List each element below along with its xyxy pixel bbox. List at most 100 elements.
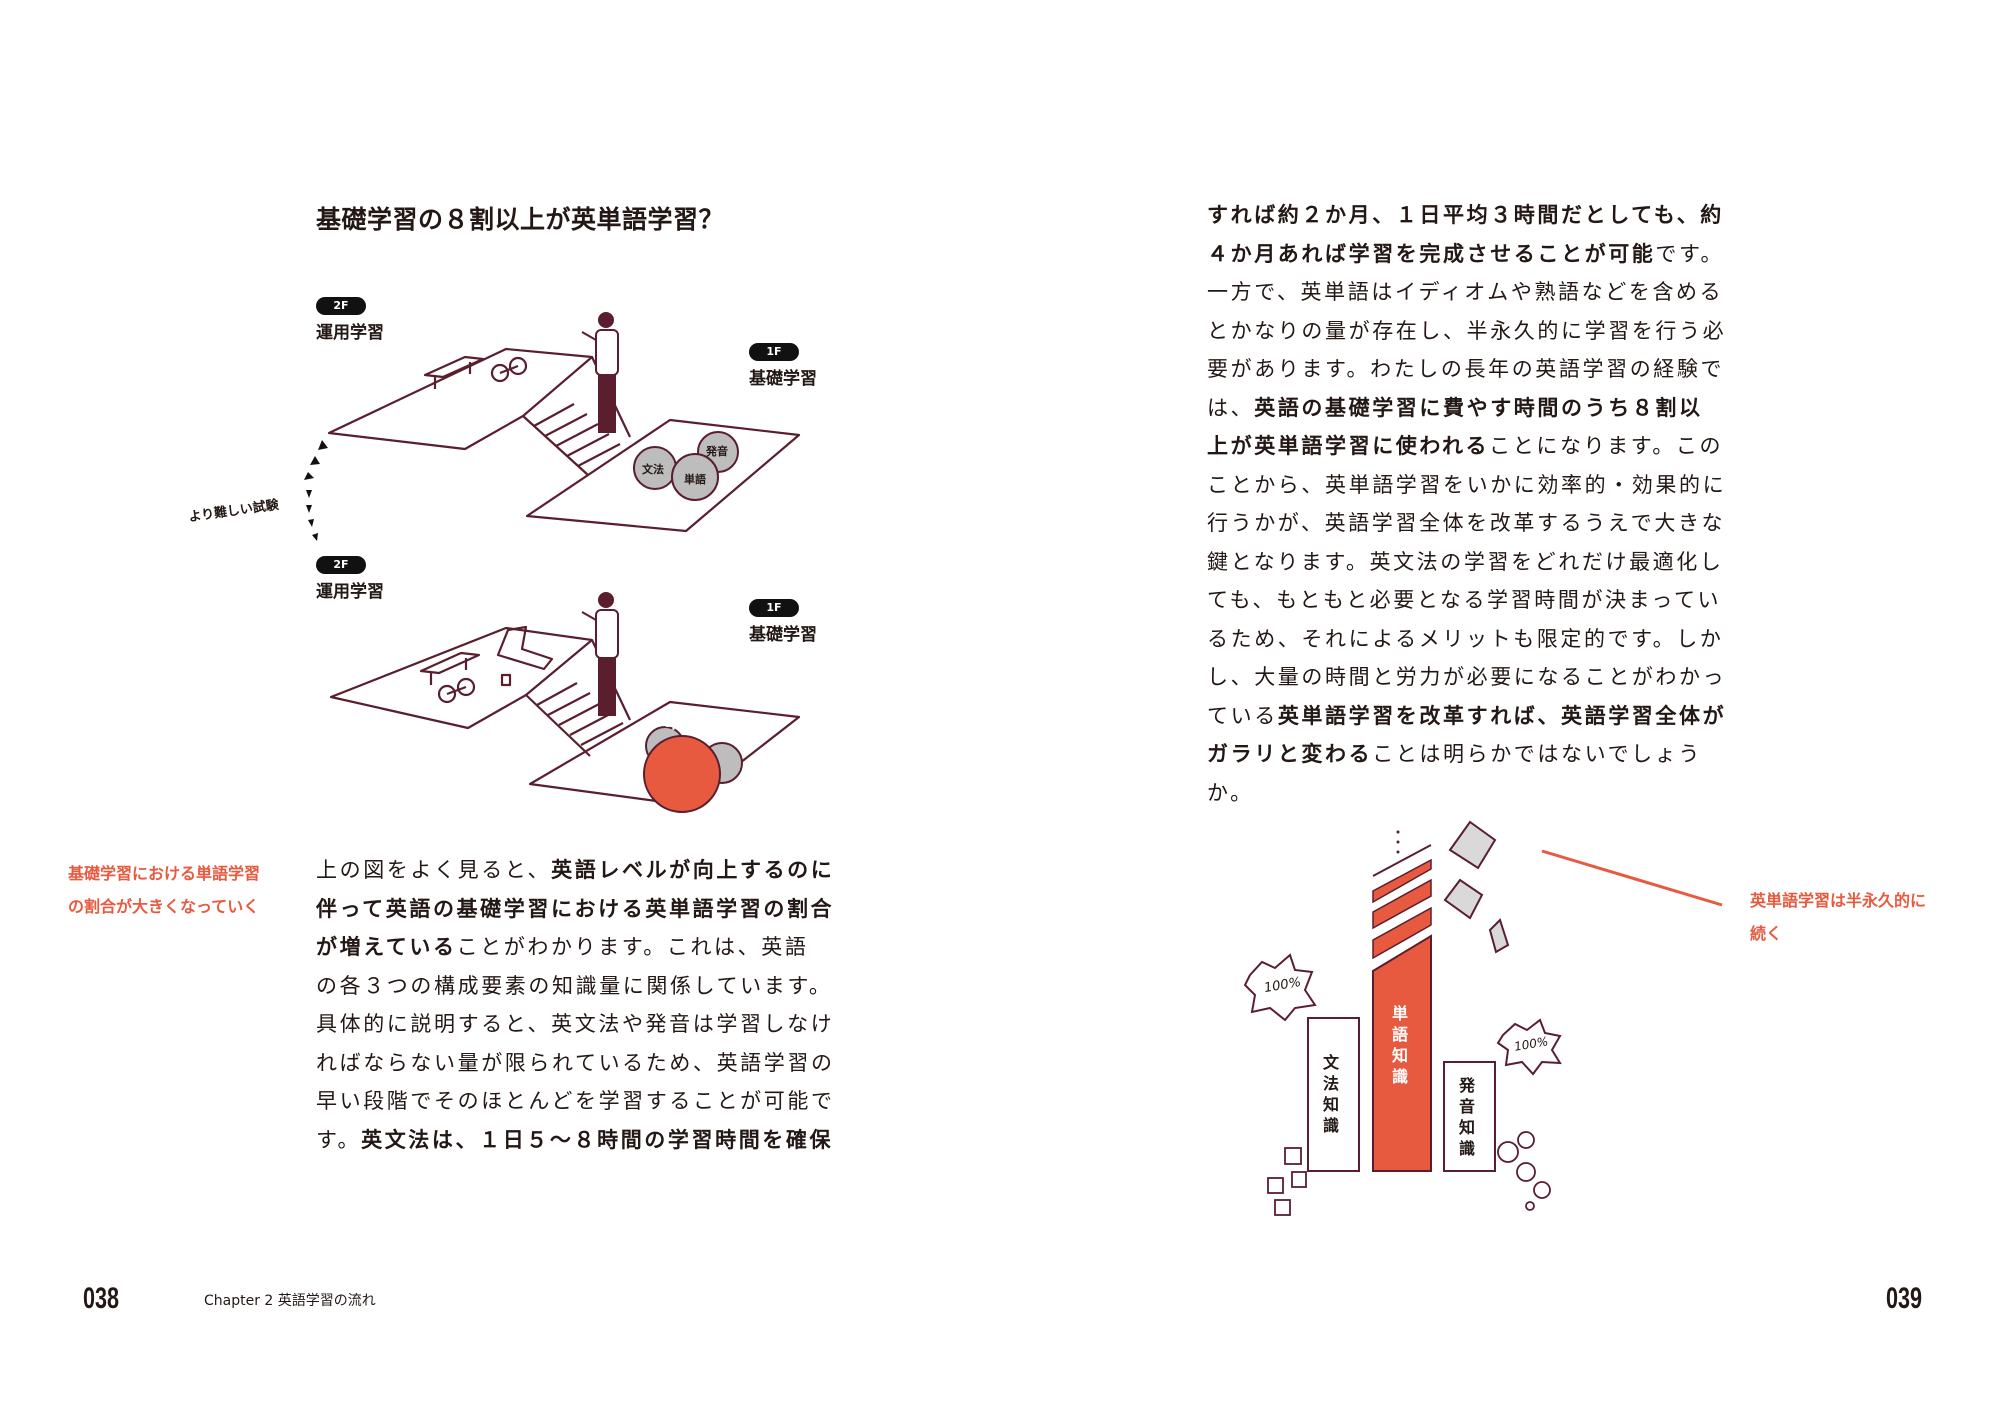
text-line: す。英文法は、１日５〜８時間の学習時間を確保 bbox=[316, 1121, 835, 1160]
side-note-left: 基礎学習における単語学習 の割合が大きくなっていく bbox=[68, 857, 260, 923]
floor-illustration-bottom bbox=[329, 625, 801, 807]
burst-badge-icon bbox=[1243, 953, 1317, 1022]
text-line: るため、それによるメリットも限定的です。しか bbox=[1207, 620, 1726, 659]
body-text-run: か。 bbox=[1207, 780, 1254, 805]
floor-badge-2f: 2F bbox=[316, 297, 366, 315]
floor-badge-2f: 2F bbox=[316, 556, 366, 574]
floor-label-basic: 基礎学習 bbox=[749, 369, 817, 389]
emphasis-text: ガラリと変わる bbox=[1207, 742, 1373, 766]
emphasis-text: 英文法は、１日５〜８時間の学習時間を確保 bbox=[361, 1127, 834, 1152]
side-note-line: 続く bbox=[1750, 924, 1783, 943]
body-text-run: るため、それによるメリットも限定的です。しか bbox=[1207, 626, 1724, 651]
text-line: 具体的に説明すると、英文法や発音は学習しなけ bbox=[316, 1005, 835, 1044]
body-text-run: ればならない量が限られているため、英語学習の bbox=[316, 1050, 835, 1075]
letter-cubes-icon bbox=[1267, 1147, 1307, 1216]
lower-platform bbox=[525, 418, 801, 533]
running-head: Chapter 2 英語学習の流れ bbox=[204, 1293, 376, 1309]
floor-badge-1f: 1F bbox=[749, 599, 799, 617]
body-text-run: 一方で、英単語はイディオムや熟語などを含める bbox=[1207, 280, 1724, 304]
bar-vocabulary bbox=[1372, 934, 1432, 1172]
text-line: 要があります。わたしの長年の英語学習の経験で bbox=[1207, 350, 1726, 389]
bar-vocabulary-stripe bbox=[1372, 906, 1432, 960]
continuation-dots bbox=[1396, 830, 1400, 854]
text-line: ている英単語学習を改革すれば、英語学習全体が bbox=[1207, 697, 1726, 736]
body-text-run: は、 bbox=[1207, 395, 1255, 420]
bar-vocabulary-stripe bbox=[1372, 844, 1432, 877]
phonetic-symbols-icon bbox=[1497, 1131, 1551, 1211]
bar-grammar bbox=[1307, 1017, 1360, 1172]
emphasis-text: 伴って英語の基礎学習における英単語学習の割合 bbox=[316, 896, 835, 921]
body-text-run: とかなりの量が存在し、半永久的に学習を行う必 bbox=[1207, 318, 1727, 343]
text-line: ればならない量が限られているため、英語学習の bbox=[316, 1044, 835, 1083]
ball-label-pronunciation: 発音 bbox=[706, 445, 728, 458]
upper-platform bbox=[327, 347, 594, 451]
floor-illustration-top bbox=[327, 347, 801, 533]
body-text-run: 上の図をよく見ると、 bbox=[316, 858, 552, 882]
body-text-run: 行うかが、英語学習全体を改革するうえで大きな bbox=[1207, 511, 1726, 535]
text-line: は、英語の基礎学習に費やす時間のうち８割以 bbox=[1207, 389, 1726, 428]
emphasis-text: 英語レベルが向上するのに bbox=[551, 858, 835, 882]
text-line: 上の図をよく見ると、英語レベルが向上するのに bbox=[316, 851, 835, 890]
bar-label-vocabulary: 単語知識 bbox=[1392, 1004, 1409, 1086]
body-text-run: 具体的に説明すると、英文法や発音は学習しなけ bbox=[316, 1012, 835, 1036]
ball-label-vocabulary: 単語 bbox=[684, 473, 706, 486]
body-text-run: ても、もともと必要となる学習時間が決まってい bbox=[1207, 588, 1722, 612]
body-text-run: です。 bbox=[1655, 241, 1725, 266]
body-text-run: し、大量の時間と労力が必要になることがわかっ bbox=[1207, 665, 1727, 689]
text-line: 伴って英語の基礎学習における英単語学習の割合 bbox=[316, 890, 835, 929]
bar-vocabulary-stripe bbox=[1372, 878, 1432, 930]
big-ball-label: 単語 bbox=[665, 713, 699, 733]
section-heading: 基礎学習の８割以上が英単語学習？ bbox=[316, 205, 725, 234]
lower-platform bbox=[528, 700, 801, 807]
bench-icon bbox=[423, 355, 485, 389]
emphasis-text: ４か月あれば学習を完成させることが可能 bbox=[1207, 241, 1656, 266]
side-note-line: 英単語学習は半永久的に bbox=[1750, 891, 1927, 910]
floor-label-applied: 運用学習 bbox=[316, 582, 384, 602]
text-line: とかなりの量が存在し、半永久的に学習を行う必 bbox=[1207, 312, 1726, 351]
ball-vocabulary-large bbox=[643, 735, 721, 813]
text-line: 上が英単語学習に使われることになります。この bbox=[1207, 427, 1726, 466]
person-figure-top bbox=[581, 312, 619, 433]
emphasis-text: 上が英単語学習に使われる bbox=[1207, 434, 1490, 458]
text-line: の各３つの構成要素の知識量に関係しています。 bbox=[316, 967, 835, 1006]
text-line: 鍵となります。英文法の学習をどれだけ最適化し bbox=[1207, 543, 1726, 582]
bench-icon bbox=[419, 651, 481, 685]
text-line: 早い段階でそのほとんどを学習することが可能で bbox=[316, 1082, 835, 1121]
bar-vocabulary-stripe bbox=[1372, 858, 1432, 904]
body-text-run: ことになります。この bbox=[1489, 434, 1724, 458]
text-line: すれば約２か月、１日平均３時間だとしても、約 bbox=[1207, 196, 1726, 235]
body-text-run: の各３つの構成要素の知識量に関係しています。 bbox=[316, 973, 833, 998]
knowledge-bars-illustration bbox=[1243, 820, 1723, 1216]
emphasis-text: が増えている bbox=[316, 935, 457, 959]
text-line: か。 bbox=[1207, 774, 1726, 813]
treadmill-icon bbox=[496, 625, 554, 671]
body-text-left: 上の図をよく見ると、英語レベルが向上するのに伴って英語の基礎学習における英単語学… bbox=[316, 851, 835, 1159]
dumbbell-icon bbox=[437, 677, 476, 704]
side-note-line: 基礎学習における単語学習 bbox=[68, 864, 261, 883]
emphasis-text: すれば約２か月、１日平均３時間だとしても、約 bbox=[1207, 203, 1724, 227]
text-line: ４か月あれば学習を完成させることが可能です。 bbox=[1207, 235, 1726, 274]
flying-books-icon bbox=[1443, 820, 1510, 954]
text-line: ガラリと変わることは明らかではないでしょう bbox=[1207, 735, 1726, 774]
text-line: 行うかが、英語学習全体を改革するうえで大きな bbox=[1207, 504, 1726, 543]
burst-badge-icon bbox=[1496, 1018, 1562, 1076]
text-line: ことから、英単語学習をいかに効率的・効果的に bbox=[1207, 466, 1726, 505]
body-text-run: ことは明らかではないでしょう bbox=[1372, 742, 1702, 766]
dumbbell-icon bbox=[490, 356, 528, 383]
side-note-line: の割合が大きくなっていく bbox=[68, 897, 260, 916]
floor-label-basic: 基礎学習 bbox=[749, 625, 817, 645]
body-text-run: 早い段階でそのほとんどを学習することが可能で bbox=[316, 1089, 835, 1113]
side-note-right: 英単語学習は半永久的に 続く bbox=[1750, 884, 1926, 950]
ball-vocabulary bbox=[671, 453, 719, 501]
body-text-run: ことから、英単語学習をいかに効率的・効果的に bbox=[1207, 472, 1727, 497]
body-text-run: 要があります。わたしの長年の英語学習の経験で bbox=[1207, 357, 1725, 381]
person-figure-bottom bbox=[581, 592, 619, 716]
cup-icon bbox=[500, 673, 512, 687]
pointer-line bbox=[1541, 849, 1723, 907]
bar-pronunciation bbox=[1443, 1061, 1496, 1172]
body-text-run: ことがわかります。これは、英語 bbox=[456, 935, 809, 959]
emphasis-text: 英単語学習を改革すれば、英語学習全体が bbox=[1277, 703, 1727, 728]
floor-badge-1f: 1F bbox=[749, 343, 799, 361]
text-line: 一方で、英単語はイディオムや熟語などを含める bbox=[1207, 273, 1726, 312]
